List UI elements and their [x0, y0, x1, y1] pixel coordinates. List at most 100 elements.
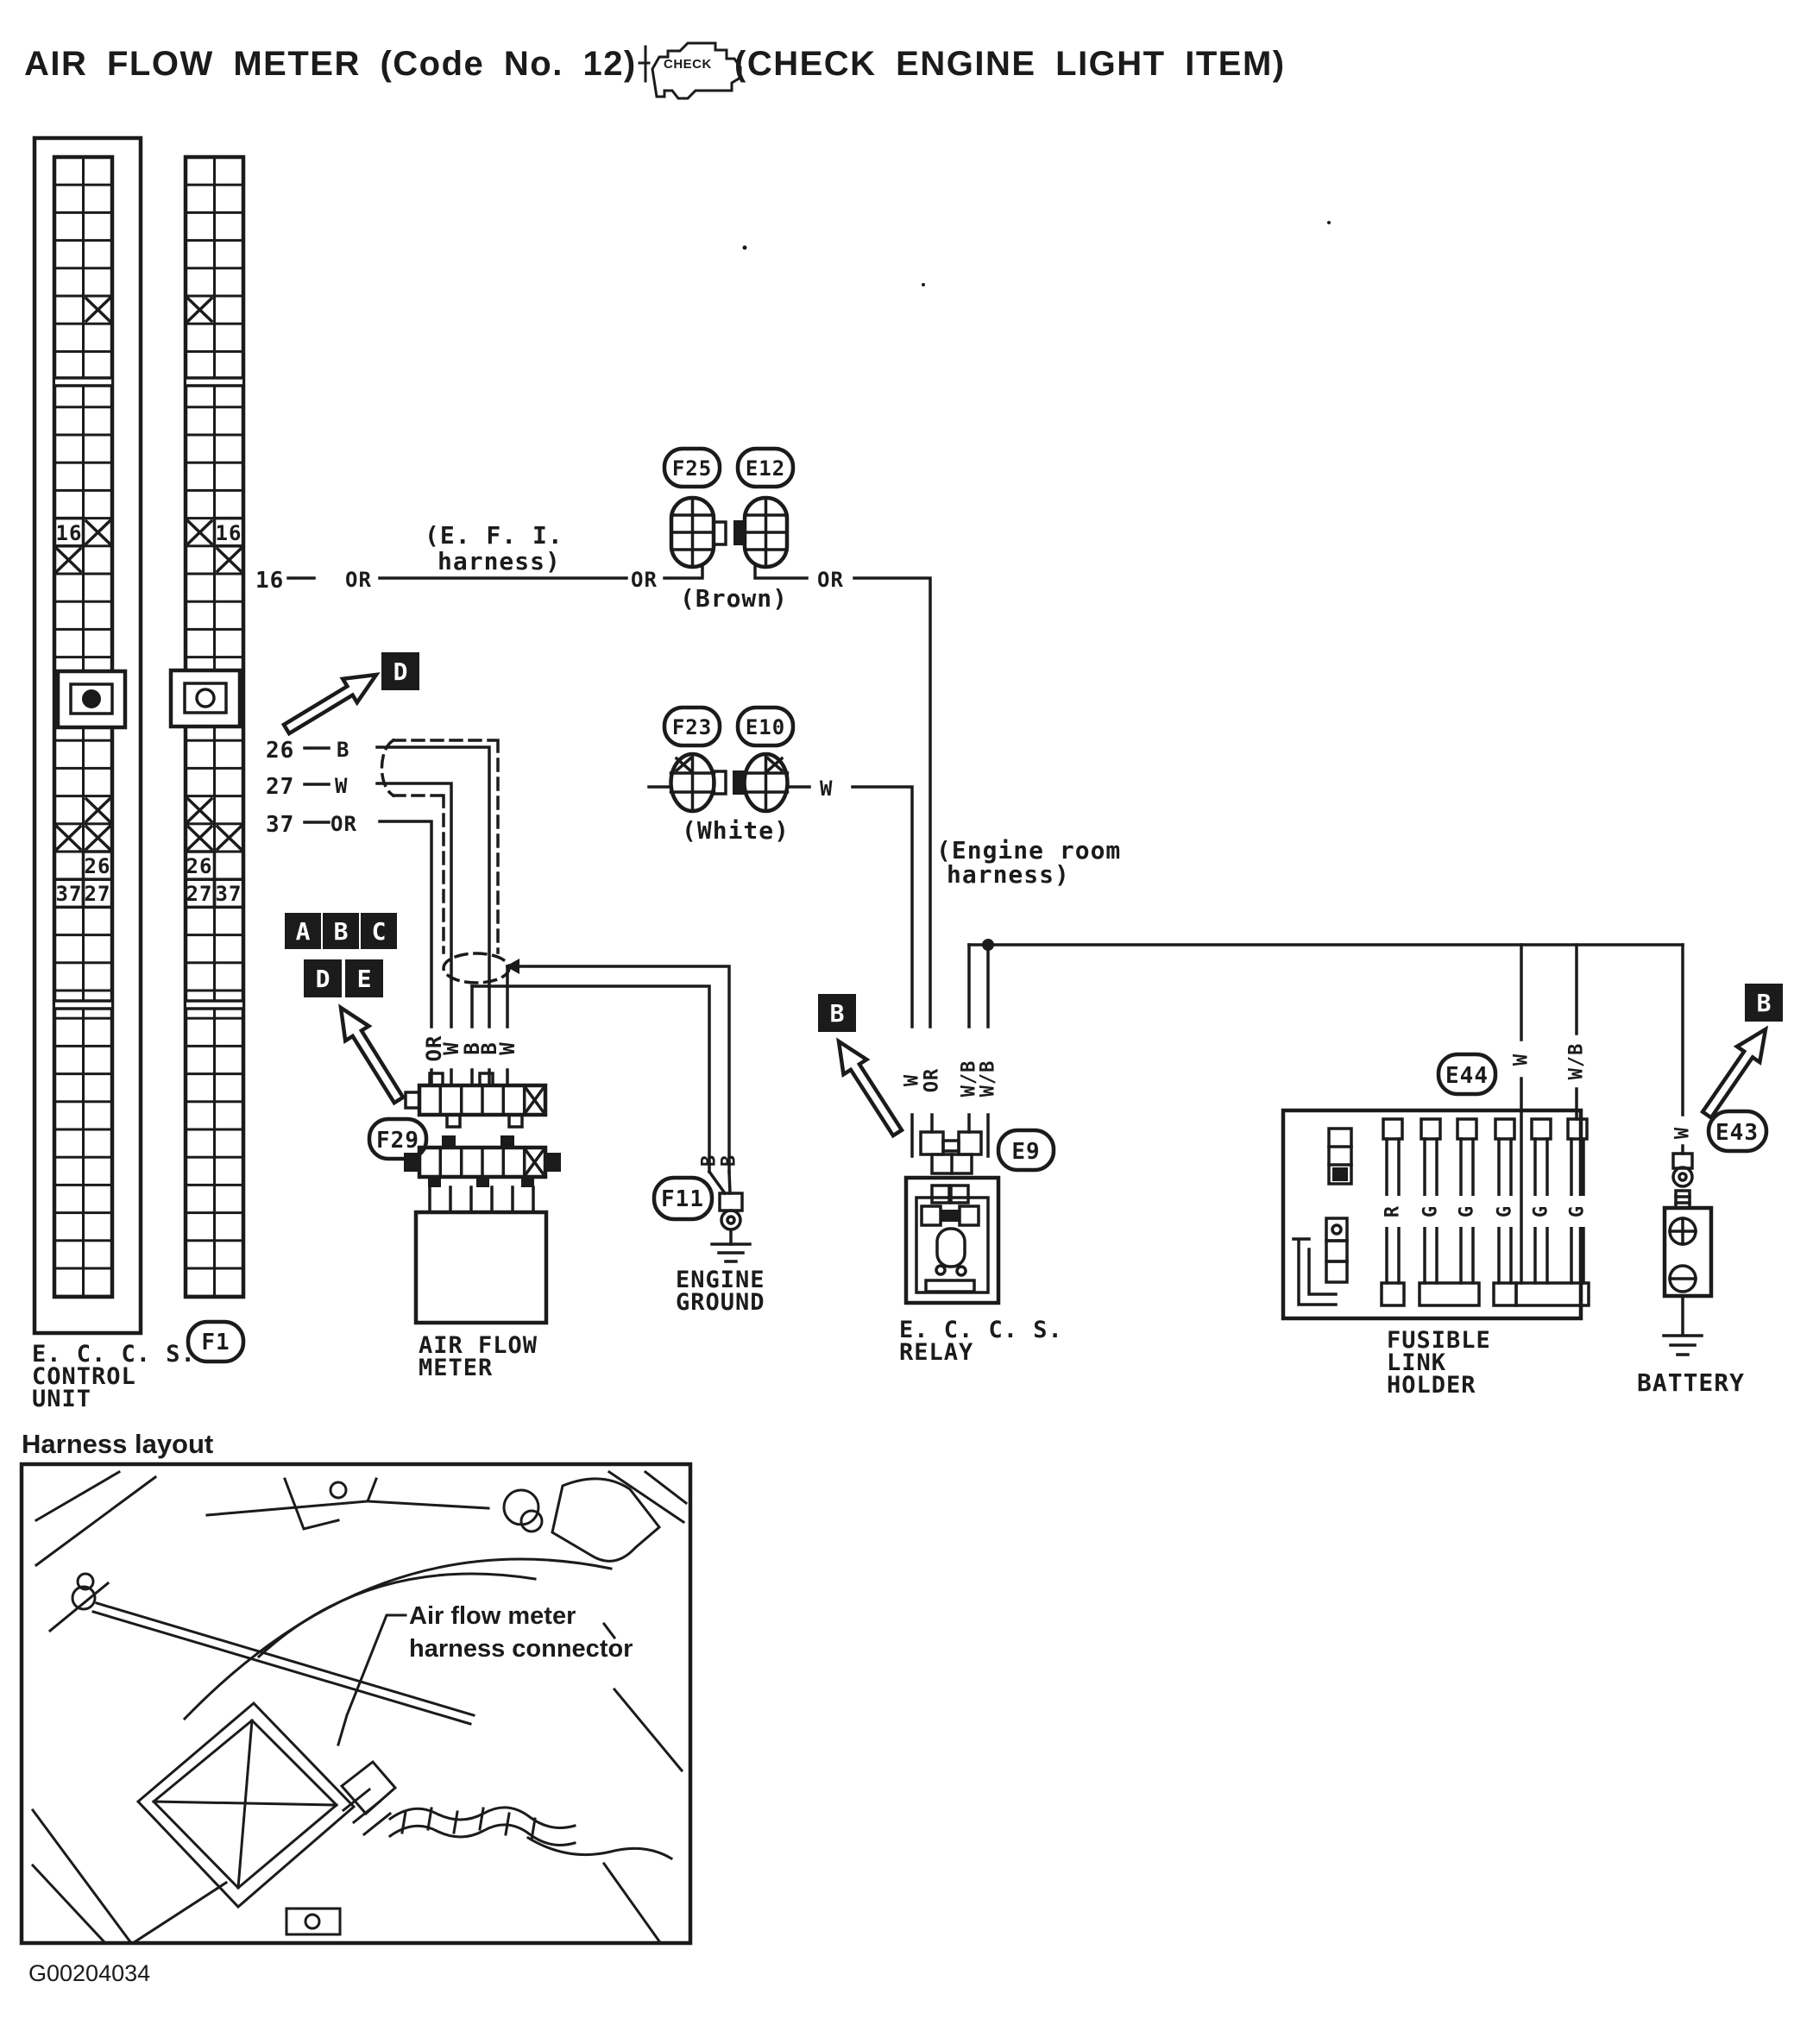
bundle-label-w2: W — [495, 1041, 519, 1054]
connector-e12-label: E12 — [746, 456, 785, 481]
connector-e9-symbol — [919, 1130, 983, 1175]
pin16-color-right: OR — [817, 568, 844, 592]
connector-e44-label: E44 — [1445, 1063, 1489, 1089]
fusible-link-3-label: G — [1457, 1205, 1478, 1217]
f29-upper-connector — [404, 1072, 548, 1129]
battery-symbol — [1662, 1205, 1714, 1356]
wire-37-or — [378, 820, 433, 1028]
page-title: AIR FLOW METER (Code No. 12) CHECK (CHEC… — [24, 41, 1286, 100]
engine-ground-line2: GROUND — [676, 1289, 765, 1316]
callout-d-letter: D — [393, 657, 408, 686]
ecu-strip2-pin-cells: 16 26 27 37 — [184, 516, 245, 909]
arrow-to-de — [338, 1003, 406, 1106]
ecu-strip1-outer-border — [32, 135, 143, 1336]
label-tick — [601, 1621, 617, 1640]
connector-f23-label: F23 — [672, 715, 712, 739]
callout-e-letter: E — [357, 965, 372, 993]
strip2-pin-27: 27 — [186, 882, 213, 906]
pin16-color-mid: OR — [631, 568, 658, 592]
fusible-link-2: G — [1420, 1117, 1442, 1285]
fusible-link-6-label: G — [1567, 1205, 1589, 1217]
eccs-control-unit: 16 26 37 27 16 26 27 37 — [32, 135, 246, 1412]
strip2-pin-26: 26 — [186, 854, 213, 878]
callout-b-relay-letter: B — [830, 999, 845, 1028]
callout-a-letter: A — [296, 917, 311, 946]
connector-e9: E9 — [996, 1128, 1056, 1173]
ground-wire-1 — [506, 965, 731, 1173]
fusible-link-5: G — [1530, 1117, 1552, 1285]
ecu-strip1-x-marks — [54, 296, 112, 852]
power-distribution-run — [967, 939, 1684, 1028]
engine-room-harness-line1: (Engine room — [936, 836, 1121, 865]
f29-pin-wires — [428, 1186, 535, 1214]
bundle-label-or: OR — [422, 1035, 446, 1062]
pin26-color: B — [337, 738, 349, 762]
scan-speck — [922, 283, 925, 286]
arrow-to-b-relay — [836, 1037, 905, 1139]
ring-terminal-eye — [720, 1209, 742, 1231]
strip1-index-connector — [55, 669, 128, 730]
connector-f29: F29 — [367, 1116, 429, 1161]
connector-e43: E43 — [1706, 1109, 1769, 1154]
fusible-wire-wb-label: W/B — [1566, 1043, 1588, 1080]
fusible-link-4-label: G — [1495, 1205, 1516, 1217]
pin27-color: W — [335, 774, 348, 798]
strip2-pin-16: 16 — [216, 521, 242, 545]
efi-harness-line2: harness) — [438, 547, 561, 575]
fusible-link-1: R — [1380, 1117, 1406, 1307]
fusible-link-2-label: G — [1420, 1205, 1442, 1217]
connector-f1: F1 — [186, 1319, 246, 1364]
connector-e10: E10 — [735, 705, 796, 748]
wire-26-b — [375, 745, 491, 1028]
relay-wire-stubs — [910, 1113, 990, 1158]
bundle-label-b2: B — [477, 1041, 501, 1054]
harness-layout-section: Harness layout — [19, 1429, 693, 1946]
ground-label-b1: B — [699, 1154, 721, 1167]
connector-f23: F23 — [662, 705, 722, 748]
callout-b-battery-letter: B — [1757, 989, 1772, 1017]
callout-abcde: A B C D E — [285, 913, 406, 1106]
fusible-box-left-internals — [1292, 1127, 1353, 1306]
relay-wire-wb1: W/B — [959, 1060, 980, 1097]
pin16-number: 16 — [255, 568, 284, 594]
connector-f25-label: F25 — [672, 456, 712, 481]
callout-b-letter: B — [334, 917, 349, 946]
bundle-stubs — [430, 1068, 509, 1087]
connector-f23-symbol — [669, 752, 727, 814]
engine-ground-assembly: B B F11 ENGINE GROUND — [652, 1154, 765, 1316]
fusible-link-1-label: R — [1382, 1205, 1404, 1217]
strip2-index-connector — [168, 668, 242, 729]
wire-16-or-out-e12 — [753, 565, 809, 580]
relay-name-line2: RELAY — [899, 1339, 973, 1366]
scan-speck — [742, 245, 747, 250]
label-leader-line — [337, 1613, 407, 1746]
connector-e12: E12 — [735, 446, 796, 489]
white-note: (White) — [682, 816, 790, 845]
callout-c-letter: C — [372, 917, 387, 946]
arrow-to-b-battery — [1699, 1025, 1769, 1121]
eccs-relay-assembly: B W OR W/B W/B E9 — [818, 994, 1063, 1366]
strip1-pin-27: 27 — [85, 882, 111, 906]
afm-name-line2: METER — [419, 1355, 493, 1381]
battery-wire-w-label: W — [1672, 1127, 1694, 1139]
w-color-right: W — [820, 777, 833, 801]
engine-room-harness-line2: harness) — [947, 860, 1070, 889]
fusible-link-5-label: G — [1531, 1205, 1552, 1217]
relay-wire-w: W — [902, 1074, 923, 1086]
fusible-wire-w-label: W — [1511, 1053, 1533, 1066]
connector-f29-label: F29 — [376, 1128, 419, 1154]
connector-f11-label: F11 — [661, 1186, 704, 1212]
battery-assembly: B W E43 BATTERY — [1637, 943, 1783, 1397]
relay-name-line1: E. C. C. S. — [899, 1317, 1063, 1343]
efi-harness-line1: (E. F. I. — [425, 521, 563, 550]
title-suffix: (CHECK ENGINE LIGHT ITEM) — [734, 45, 1286, 83]
fusible-name-line3: HOLDER — [1387, 1372, 1476, 1399]
strip1-pin-26: 26 — [85, 854, 111, 878]
connector-f25: F25 — [662, 446, 722, 489]
relay-body — [903, 1175, 1001, 1305]
pin26-number: 26 — [266, 738, 294, 764]
battery-name: BATTERY — [1637, 1368, 1745, 1397]
row-white-connectors: F23 E10 (White) W — [647, 705, 914, 1028]
afm-bundle: OR W B B W — [422, 959, 731, 1173]
harness-label-line1: Air flow meter — [409, 1602, 576, 1630]
